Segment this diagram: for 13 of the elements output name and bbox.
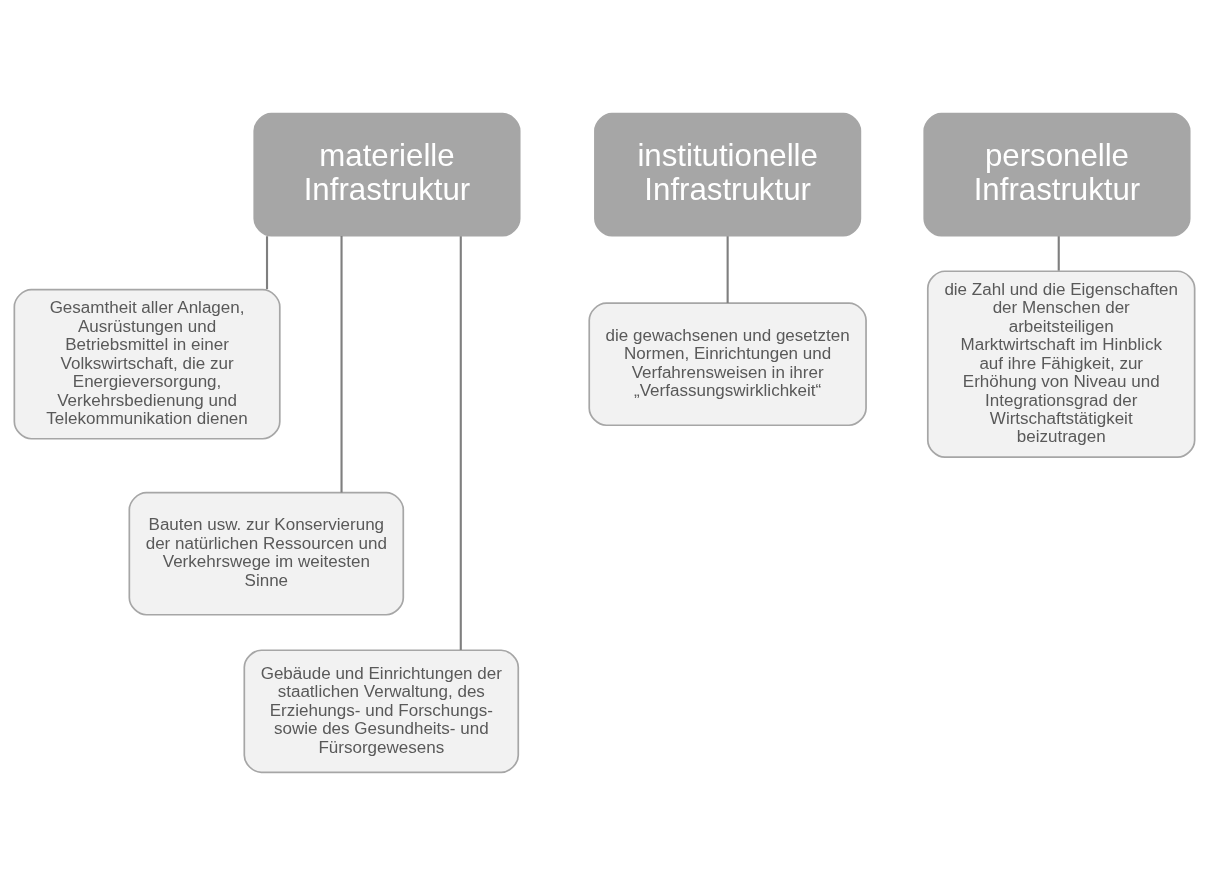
node-box: die gewachsenen und gesetzten Normen, Einrichtungen und Verfahrensweisen in ihrer „Verfassungswirklichkeit“ [588,301,867,426]
connector [340,235,343,492]
connector [1057,235,1060,271]
node-box: institutionelle Infrastruktur [594,112,862,237]
node-box: personelle Infrastruktur [923,112,1191,237]
node-box: materielle Infrastruktur [253,112,521,237]
node-box: Gesamtheit aller Anlagen, Ausrüstungen und Betriebsmittel in einer Volkswirtschaft, die zur Energieversorgung, Verkehrsbedienung und Telekommunikation dienen [13,288,281,440]
node-box: Bauten usw. zur Konservierung der natürlichen Ressourcen und Verkehrswege im weitesten Sinne [128,491,405,616]
connector [265,235,269,289]
connector [726,235,729,303]
node-box: Gebäude und Einrichtungen der staatlichen Verwaltung, des Erziehungs- und Forschungs- sowie des Gesundheits- und Fürsorgewesens [243,648,520,773]
connector [459,235,462,650]
node-box: die Zahl und die Eigenschaften der Menschen der arbeitsteiligen Marktwirtschaft im Hinblick auf ihre Fähigkeit, zur Erhöhung von Niveau und Integrationsgrad der Wirtschaftstätigkeit beizutragen [926,269,1196,458]
